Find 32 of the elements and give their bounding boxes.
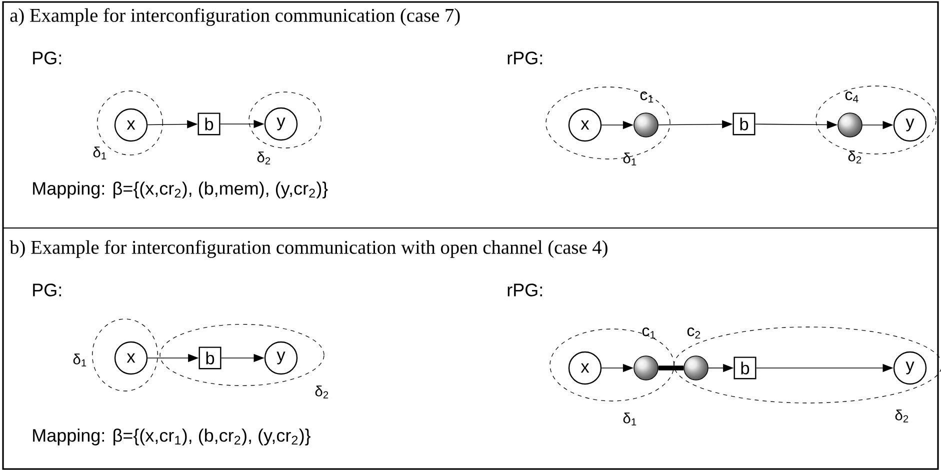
section-heading: a) Example for interconfiguration communication (case 7) <box>10 8 460 26</box>
circle-node: y <box>893 108 927 142</box>
channel-label: c$_{4}$ <box>845 91 858 102</box>
ellipse-label: δ$_{1}$ <box>623 152 636 166</box>
channel-label: c$_{1}$ <box>640 91 654 102</box>
ellipse-label: δ$_{1}$ <box>73 354 86 366</box>
ellipse-label: δ$_{1}$ <box>93 146 106 160</box>
circle-node: y <box>264 341 298 375</box>
graph-label: rPG: <box>508 52 542 64</box>
mapping-text: Mapping: β={(x,cr$_{1}$), (b,cr$_{2}$), (y,cr$_{2}$)} <box>33 428 311 446</box>
box-node: b <box>734 356 756 380</box>
box-node: b <box>198 346 222 370</box>
ellipse-label: δ$_{2}$ <box>257 152 270 164</box>
graph-label: PG: <box>33 52 61 64</box>
circle-node: x <box>568 351 602 385</box>
ellipse-label: δ$_{1}$ <box>623 412 636 426</box>
channel-label: c$_{2}$ <box>687 327 700 338</box>
section-heading: b) Example for interconfiguration communication with open channel (case 4) <box>10 240 608 258</box>
ellipse-label: δ$_{2}$ <box>895 410 908 422</box>
box-node: b <box>198 112 220 136</box>
channel-label: c$_{1}$ <box>642 327 656 338</box>
circle-node: x <box>114 341 148 375</box>
ellipse-label: δ$_{2}$ <box>315 386 328 398</box>
ellipse-label: δ$_{2}$ <box>848 150 862 164</box>
circle-node: y <box>893 351 927 385</box>
mapping-text: Mapping: β={(x,cr$_{2}$), (b,mem), (y,cr$_{2}$)} <box>33 182 328 198</box>
box-node: b <box>732 112 756 136</box>
graph-label: rPG: <box>508 284 542 296</box>
circle-node: x <box>568 108 602 142</box>
circle-node: y <box>264 107 298 141</box>
graph-label: PG: <box>33 284 61 296</box>
circle-node: x <box>114 108 148 142</box>
